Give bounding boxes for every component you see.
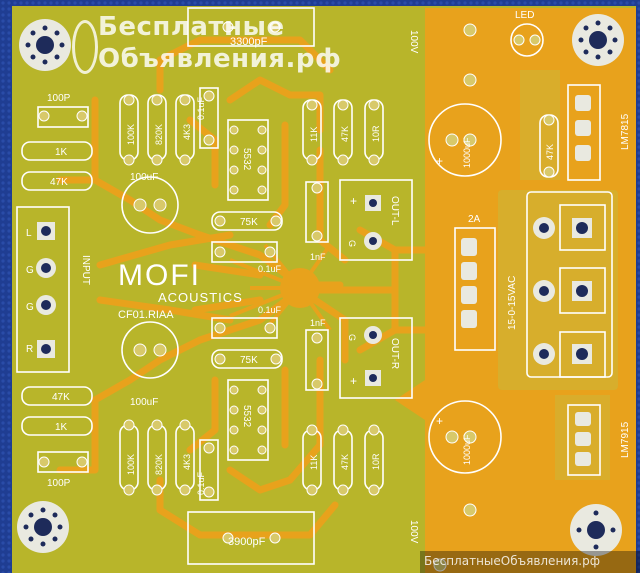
label-ic-5532-bottom: 5532 <box>241 405 252 428</box>
label-100k-bottom: 100K <box>126 454 136 475</box>
watermark-line-1: Бесплатные <box>98 12 285 42</box>
label-g-out-r: G <box>347 334 357 341</box>
label-3900pf: 3900pF <box>228 536 266 548</box>
label-47k-mid-top: 47K <box>340 126 350 142</box>
label-100p-top: 100P <box>47 93 71 104</box>
logo-subtitle: ACOUSTICS <box>158 290 243 305</box>
mounting-hole-bottom-right <box>570 504 622 556</box>
label-10r-top: 10R <box>371 125 381 142</box>
label-47k-bottom: 47K <box>52 392 70 403</box>
logo-brand: MOFI <box>118 259 201 292</box>
watermark-line-2: Объявления.рф <box>98 44 342 74</box>
label-pin-r: R <box>26 344 33 355</box>
label-pin-g1: G <box>26 265 34 276</box>
watermark-logo-icon <box>72 20 98 74</box>
watermark-strip <box>420 551 640 573</box>
label-ac-input: 15-0-15VAC <box>507 276 518 330</box>
label-plus-psu-bottom: + <box>436 414 443 428</box>
label-1nf-bottom: 1nF <box>310 318 326 328</box>
label-100k-top: 100K <box>126 124 136 145</box>
copper-traces <box>56 36 429 539</box>
label-4k3-top: 4K3 <box>182 124 192 140</box>
label-input: INPUT <box>80 255 91 285</box>
label-out-r: OUT-R <box>389 338 400 369</box>
label-1k-top: 1K <box>55 147 68 158</box>
label-1000uf-top: 1000uF <box>462 137 472 168</box>
connector-pads <box>36 95 592 466</box>
label-100v-bottom: 100V <box>408 520 419 544</box>
label-pin-g2: G <box>26 302 34 313</box>
label-4k3-bottom: 4K3 <box>182 454 192 470</box>
label-1nf-top: 1nF <box>310 252 326 262</box>
mounting-hole-top-left <box>19 19 71 71</box>
label-47k-top: 47K <box>50 177 68 188</box>
mounting-hole-bottom-left <box>17 501 69 553</box>
pour-gap <box>498 190 618 390</box>
solder-pads <box>38 21 555 572</box>
label-100uf-bottom: 100uF <box>130 397 158 408</box>
silkscreen-text: 100P 1K 47K 47K 1K 100P 3300pF 3900pF L … <box>26 10 631 548</box>
label-plus-psu-top: + <box>436 154 443 168</box>
label-1k-bottom: 1K <box>55 422 68 433</box>
label-11k-bottom: 11K <box>309 455 319 470</box>
label-100p-bottom: 100P <box>47 478 71 489</box>
mounting-hole-top-right <box>572 14 624 66</box>
silkscreen-outlines <box>16 7 613 565</box>
label-01uf-c: 0.1uF <box>258 264 282 274</box>
label-lm7915: LM7915 <box>620 421 631 458</box>
label-820k-top: 820K <box>154 124 164 145</box>
label-plus-out-r: + <box>350 374 357 388</box>
label-75k-top: 75K <box>240 217 258 228</box>
label-fuse-2a: 2A <box>468 214 481 225</box>
label-led: LED <box>515 10 534 21</box>
label-10r-bottom: 10R <box>371 453 381 470</box>
label-100v-top: 100V <box>408 30 419 54</box>
label-820k-bottom: 820K <box>154 454 164 475</box>
label-75k-bottom: 75K <box>240 355 258 366</box>
label-01uf-a: 0.1uF <box>196 96 206 120</box>
watermark-footer: БесплатныеОбъявления.рф <box>424 554 600 568</box>
label-01uf-d: 0.1uF <box>258 305 282 315</box>
label-pin-l: L <box>26 228 32 239</box>
logo-model: CF01.RIAA <box>118 309 174 321</box>
label-11k-top: 11K <box>309 127 319 142</box>
label-ic-5532-top: 5532 <box>241 148 252 171</box>
label-plus-out-l: + <box>350 194 357 208</box>
label-lm7815: LM7815 <box>620 113 631 150</box>
label-3300pf: 3300pF <box>230 36 268 48</box>
label-100uf-top: 100uF <box>130 172 158 183</box>
mounting-holes <box>17 14 624 556</box>
label-01uf-b: 0.1uF <box>196 471 206 495</box>
label-47k-led: 47K <box>545 144 555 160</box>
label-1000uf-bottom: 1000uF <box>462 434 472 465</box>
label-out-l: OUT-L <box>389 196 400 226</box>
logo: MOFI ACOUSTICS CF01.RIAA <box>118 259 243 321</box>
label-g-out-l: G <box>347 240 357 247</box>
label-47k-mid-bottom: 47K <box>340 454 350 470</box>
